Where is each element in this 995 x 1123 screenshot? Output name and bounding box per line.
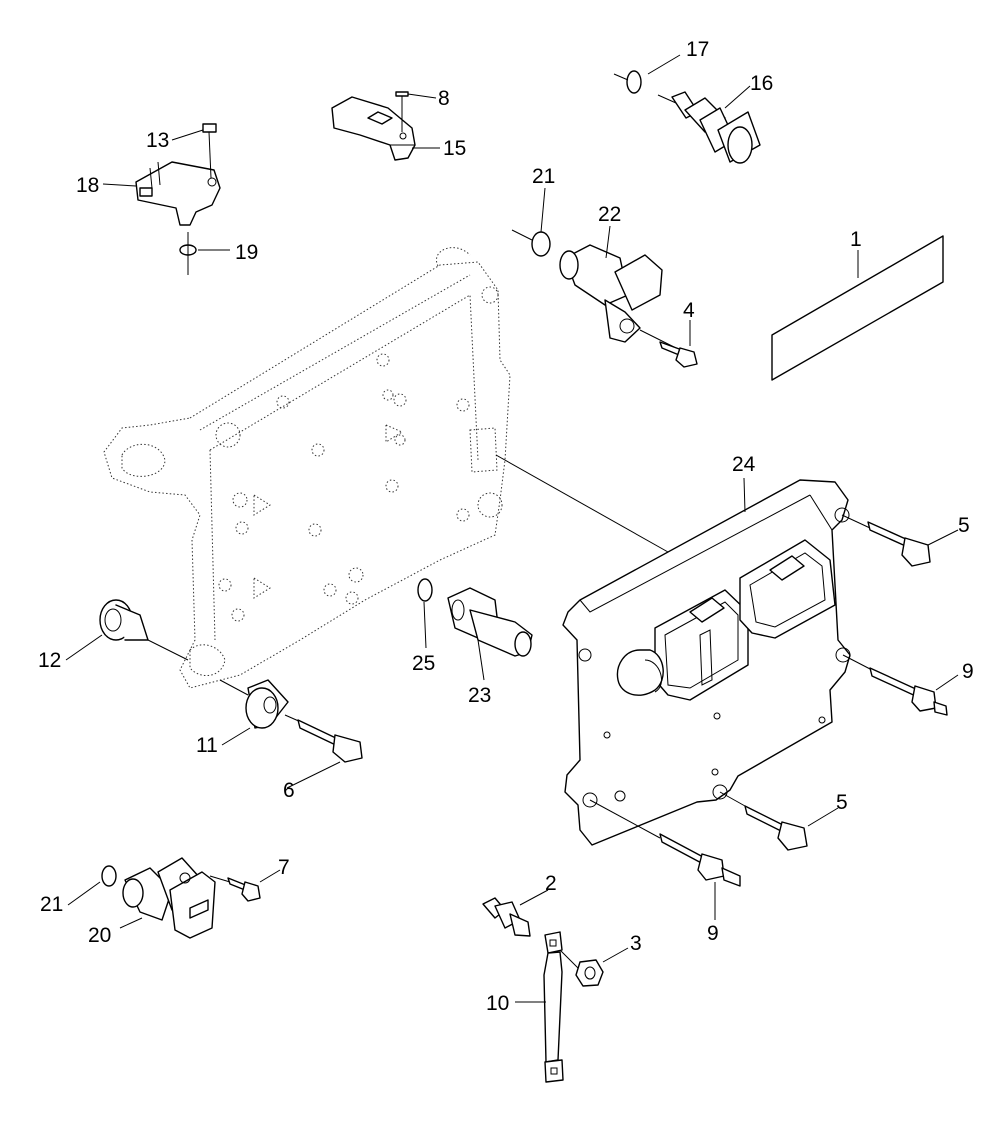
bolt-5-top [841, 514, 931, 567]
o-ring-17 [626, 70, 642, 94]
callout-22: 22 [598, 203, 621, 226]
bolt-9-right [842, 654, 948, 716]
bolt-4 [639, 329, 698, 368]
mounting-plate-outline [103, 247, 511, 689]
o-ring-25 [417, 578, 433, 602]
bolt-5-bottom [719, 791, 808, 851]
o-ring-21-axis [511, 229, 533, 241]
ground-strap-10 [543, 931, 564, 1083]
callout-19: 19 [235, 241, 258, 264]
callout-21-bottom: 21 [40, 893, 63, 916]
callout-15: 15 [443, 137, 466, 160]
speed-sensor-22 [559, 244, 663, 343]
screw-8 [395, 91, 409, 132]
callout-2: 2 [545, 872, 557, 895]
nut-3 [575, 959, 604, 987]
callout-6: 6 [283, 779, 295, 802]
callout-labels: 1 2 3 4 5 5 6 7 8 9 9 10 11 12 13 15 16 … [38, 38, 974, 1015]
callout-25: 25 [412, 652, 435, 675]
sensor-23 [447, 587, 533, 657]
callout-12: 12 [38, 649, 61, 672]
o-ring-17-axis [613, 73, 629, 81]
isolator-11 [245, 679, 289, 729]
callout-9-right: 9 [962, 660, 974, 683]
screw-13 [202, 123, 217, 179]
stud-2 [482, 897, 531, 937]
callout-10: 10 [486, 992, 509, 1015]
callout-16: 16 [750, 72, 773, 95]
map-sensor-18 [135, 161, 221, 226]
callout-17: 17 [686, 38, 709, 61]
isolator-12 [99, 599, 149, 641]
o-ring-21-top [531, 231, 551, 257]
leader-lines [65, 54, 959, 1003]
callout-23: 23 [468, 684, 491, 707]
ecu-mount-line [495, 454, 669, 553]
callout-11: 11 [196, 734, 218, 757]
sensor-16 [657, 91, 761, 164]
callout-8: 8 [438, 87, 450, 110]
callout-5-top: 5 [958, 514, 970, 537]
callout-18: 18 [76, 174, 99, 197]
speed-sensor-20 [122, 857, 216, 939]
o-ring-21-bottom [101, 865, 117, 887]
callout-7: 7 [278, 856, 290, 879]
isolator-axis-a [147, 639, 189, 661]
isolator-axis-b [219, 679, 249, 696]
callout-9-bottom: 9 [707, 922, 719, 945]
callout-4: 4 [683, 299, 695, 322]
ecu-module [562, 479, 851, 846]
callout-21-top: 21 [532, 165, 555, 188]
callout-24: 24 [732, 453, 756, 476]
sensor-15 [331, 96, 416, 161]
callout-3: 3 [630, 932, 642, 955]
callout-1: 1 [850, 228, 862, 251]
bolt-9-bottom [589, 799, 741, 887]
bolt-7 [209, 875, 261, 902]
callout-20: 20 [88, 924, 111, 947]
callout-5-bottom: 5 [836, 791, 848, 814]
label-plate [771, 235, 944, 381]
bolt-6 [284, 714, 363, 763]
callout-13: 13 [146, 129, 169, 152]
